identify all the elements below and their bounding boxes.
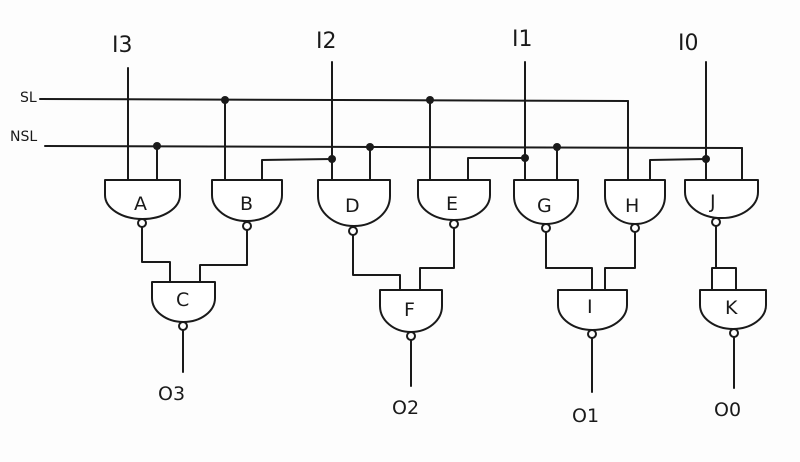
junction-dot bbox=[153, 142, 161, 150]
i1-to-e bbox=[467, 157, 526, 181]
junction-dot bbox=[221, 96, 229, 104]
i0-to-h bbox=[649, 158, 707, 181]
g-to-i bbox=[545, 231, 593, 291]
gate-k bbox=[699, 289, 767, 338]
junction-dot bbox=[521, 154, 529, 162]
junction-dot bbox=[553, 143, 561, 151]
i2-to-b bbox=[261, 158, 333, 181]
junction-dot bbox=[328, 155, 336, 163]
gate-j-label: J bbox=[709, 191, 716, 213]
gate-c bbox=[151, 281, 216, 331]
gate-d-label: D bbox=[345, 195, 360, 217]
gate-k-label: K bbox=[725, 297, 738, 319]
o1-label: O1 bbox=[572, 405, 599, 427]
gate-e-label: E bbox=[446, 193, 458, 215]
o3-label: O3 bbox=[158, 383, 185, 405]
gate-b-label: B bbox=[240, 193, 253, 215]
gate-c-label: C bbox=[176, 289, 189, 311]
junction-dot bbox=[702, 155, 710, 163]
junction-dot bbox=[366, 143, 374, 151]
nsl-line bbox=[44, 145, 743, 149]
i3-label: I3 bbox=[112, 33, 133, 58]
nsl-label: NSL bbox=[10, 129, 37, 145]
h-to-i bbox=[604, 231, 636, 291]
gate-g bbox=[513, 179, 579, 233]
o0-label: O0 bbox=[714, 399, 741, 421]
gate-b bbox=[211, 179, 283, 231]
gate-h-label: H bbox=[625, 195, 639, 217]
d-to-f bbox=[352, 234, 401, 291]
gate-j bbox=[684, 179, 759, 227]
i0-label: I0 bbox=[678, 31, 699, 56]
sl-label: SL bbox=[20, 90, 37, 106]
i2-label: I2 bbox=[316, 29, 337, 54]
gate-e bbox=[417, 179, 491, 229]
b-to-c bbox=[199, 229, 248, 283]
gate-g-label: G bbox=[537, 195, 552, 217]
sl-line bbox=[39, 98, 629, 102]
i1-label: I1 bbox=[512, 27, 533, 52]
gate-a-label: A bbox=[134, 193, 147, 215]
gate-i bbox=[557, 289, 628, 339]
o2-label: O2 bbox=[392, 397, 419, 419]
gate-i-label: I bbox=[587, 296, 593, 318]
a-to-c bbox=[141, 226, 171, 283]
e-to-f bbox=[419, 227, 455, 291]
junction-dot bbox=[426, 96, 434, 104]
k-input-box bbox=[711, 267, 737, 291]
gate-f bbox=[379, 289, 443, 341]
gate-f-label: F bbox=[404, 299, 415, 321]
